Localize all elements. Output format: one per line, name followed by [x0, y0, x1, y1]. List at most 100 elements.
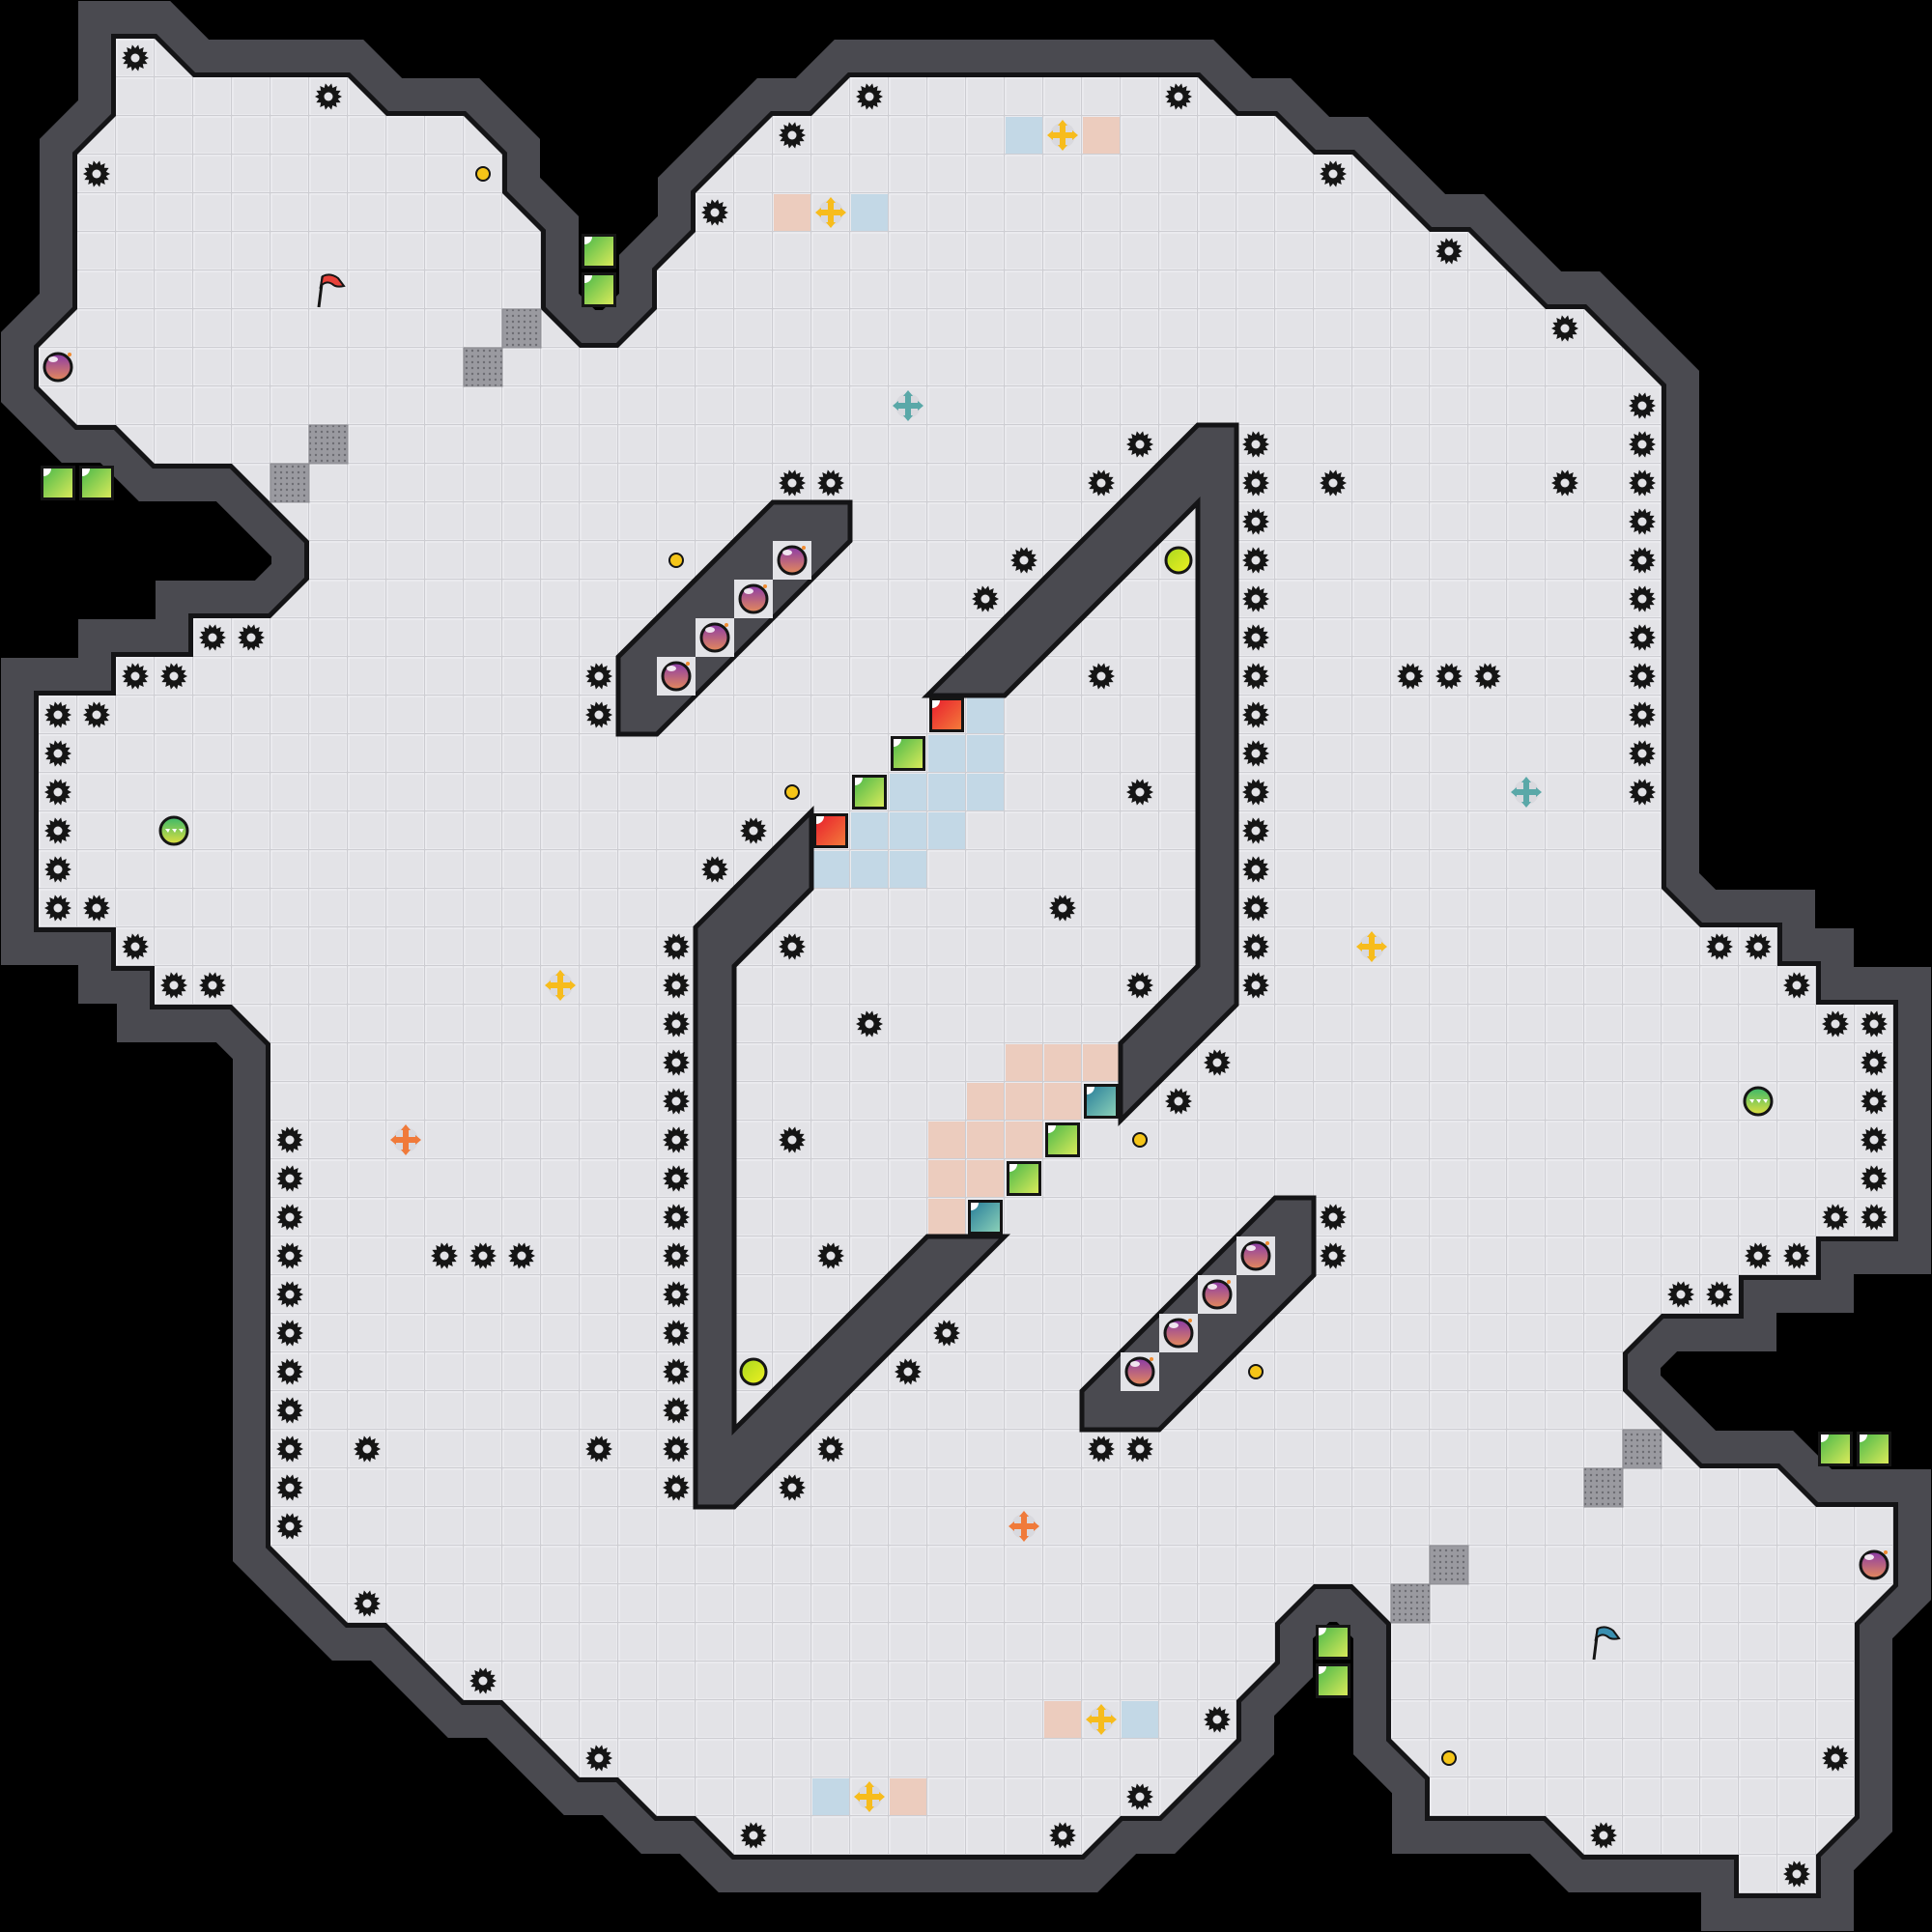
blue-tile	[928, 812, 965, 849]
green-block	[1857, 1432, 1891, 1466]
gear-icon	[276, 1281, 303, 1308]
gear-icon	[160, 663, 187, 690]
gear-icon	[663, 972, 690, 999]
peach-tile	[1006, 1083, 1042, 1120]
bomb-icon	[1124, 1356, 1155, 1387]
gear-icon	[856, 83, 883, 110]
gear-icon	[1745, 933, 1772, 960]
gear-icon	[1551, 469, 1578, 497]
gear-icon	[817, 1242, 844, 1269]
gear-icon	[1706, 1281, 1733, 1308]
wall-segment	[921, 422, 1239, 1127]
gear-icon	[44, 817, 71, 844]
gear-icon	[972, 585, 999, 612]
grate-tile	[1622, 1429, 1662, 1469]
gear-icon	[1242, 624, 1269, 651]
gear-icon	[276, 1397, 303, 1424]
grate-tile	[501, 308, 542, 349]
gear-icon	[663, 1397, 690, 1424]
gear-icon	[817, 469, 844, 497]
gear-icon	[1629, 624, 1656, 651]
gear-icon	[44, 701, 71, 728]
green-block	[1316, 1625, 1350, 1660]
teal-move-arrows-icon	[893, 390, 923, 421]
gear-icon	[1822, 1204, 1849, 1231]
grate-tile	[1390, 1583, 1431, 1624]
gear-icon	[1010, 547, 1037, 574]
gear-icon	[701, 856, 728, 883]
gear-icon	[663, 1358, 690, 1385]
gear-icon	[663, 1281, 690, 1308]
gear-icon	[276, 1126, 303, 1153]
gear-icon	[276, 1165, 303, 1192]
blue-tile	[890, 812, 926, 849]
gear-icon	[663, 1242, 690, 1269]
blue-tile	[890, 774, 926, 810]
gear-icon	[354, 1590, 381, 1617]
gear-icon	[1861, 1049, 1888, 1076]
peach-tile	[774, 194, 810, 231]
gear-icon	[1242, 469, 1269, 497]
red-block	[929, 697, 964, 732]
gear-icon	[1861, 1010, 1888, 1037]
gear-icon	[740, 1822, 767, 1849]
wall-segment	[693, 805, 1011, 1510]
blue-tile	[928, 774, 965, 810]
gear-icon	[1126, 1435, 1153, 1463]
bomb-icon	[699, 622, 730, 653]
gear-icon	[1204, 1049, 1231, 1076]
gear-icon	[663, 1435, 690, 1463]
gear-icon	[469, 1242, 497, 1269]
coin-icon	[1248, 1364, 1264, 1379]
gear-icon	[1629, 585, 1656, 612]
gear-icon	[44, 856, 71, 883]
bomb-icon	[1240, 1240, 1271, 1271]
gear-icon	[1242, 740, 1269, 767]
peach-tile	[967, 1160, 1004, 1197]
gear-icon	[1242, 895, 1269, 922]
bomb-icon	[661, 661, 692, 692]
red-block	[813, 813, 848, 848]
gear-icon	[663, 1165, 690, 1192]
gear-icon	[895, 1358, 922, 1385]
striped-ball-icon	[158, 815, 189, 846]
gear-icon	[276, 1204, 303, 1231]
gear-icon	[1088, 663, 1115, 690]
peach-tile	[1044, 1083, 1081, 1120]
gear-icon	[83, 160, 110, 187]
peach-tile	[890, 1778, 926, 1815]
gear-icon	[1822, 1745, 1849, 1772]
gear-icon	[1667, 1281, 1694, 1308]
orange-move-arrows-icon	[390, 1124, 421, 1155]
gear-icon	[315, 83, 342, 110]
gear-icon	[1629, 431, 1656, 458]
gear-icon	[817, 1435, 844, 1463]
yellow-move-arrows-icon	[1356, 931, 1387, 962]
peach-tile	[928, 1160, 965, 1197]
bomb-icon	[738, 583, 769, 614]
blue-tile	[1122, 1701, 1158, 1738]
gear-icon	[1706, 933, 1733, 960]
gear-icon	[1242, 972, 1269, 999]
gear-icon	[1242, 701, 1269, 728]
gear-icon	[1204, 1706, 1231, 1733]
gear-icon	[1629, 740, 1656, 767]
gear-icon	[1165, 83, 1192, 110]
gear-icon	[83, 895, 110, 922]
green-block	[1818, 1432, 1853, 1466]
coin-icon	[668, 553, 684, 568]
gear-icon	[1242, 856, 1269, 883]
gear-icon	[1861, 1088, 1888, 1115]
yellow-move-arrows-icon	[1086, 1704, 1117, 1735]
peach-tile	[1044, 1701, 1081, 1738]
gear-icon	[1242, 779, 1269, 806]
gear-icon	[199, 972, 226, 999]
green-block	[1045, 1122, 1080, 1157]
peach-tile	[1083, 1044, 1120, 1081]
gear-icon	[1474, 663, 1501, 690]
blue-tile	[967, 774, 1004, 810]
gear-icon	[1049, 1822, 1076, 1849]
gear-icon	[585, 701, 612, 728]
